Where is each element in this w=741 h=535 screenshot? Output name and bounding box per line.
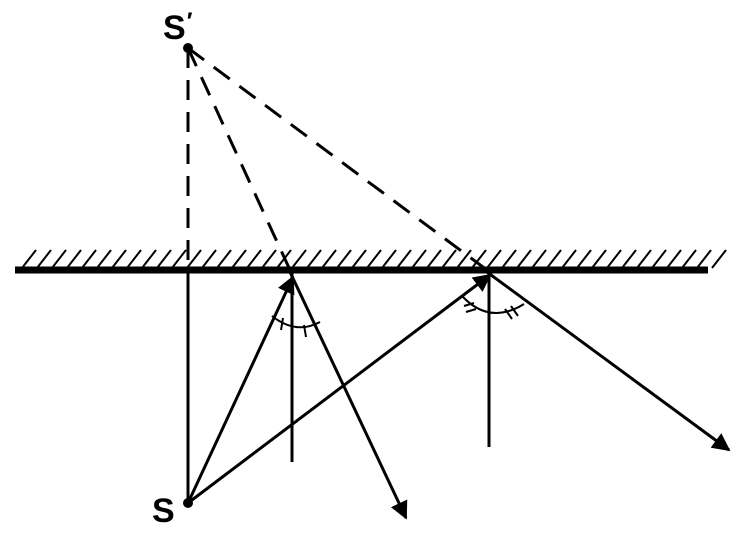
hatch-mark (261, 249, 277, 269)
hatch-mark (516, 249, 532, 269)
hatch-mark (366, 249, 382, 269)
hatch-mark (21, 249, 37, 269)
hatch-mark (36, 249, 52, 269)
incident-ray-2 (187, 273, 492, 505)
angle-tick-2d (510, 305, 519, 317)
hatch-mark (291, 249, 307, 269)
hatch-mark (66, 249, 82, 269)
hatch-mark (321, 249, 337, 269)
hatch-mark (546, 249, 562, 269)
hatch-mark (441, 249, 457, 269)
hatch-mark (306, 249, 322, 269)
hatch-mark (651, 249, 667, 269)
hatch-mark (186, 249, 202, 269)
hatch-mark (246, 249, 262, 269)
image-label: S′ (163, 8, 193, 47)
source-point (183, 498, 193, 508)
hatch-mark (231, 249, 247, 269)
hatch-mark (51, 249, 67, 269)
angle-tick-2b (465, 308, 477, 313)
hatch-mark (561, 249, 577, 269)
hatch-mark (636, 249, 652, 269)
hatch-mark (621, 249, 637, 269)
angle-arc-2 (462, 296, 525, 314)
hatch-mark (111, 249, 127, 269)
hatch-mark (216, 249, 232, 269)
virtual-ray-1 (186, 47, 292, 271)
hatch-mark (681, 249, 697, 269)
hatch-mark (666, 249, 682, 269)
hatch-mark (471, 249, 487, 269)
angle-tick-1a (280, 317, 284, 331)
hatch-mark (711, 249, 727, 269)
hatch-mark (96, 249, 112, 269)
hatch-mark (606, 249, 622, 269)
hatch-mark (696, 249, 712, 269)
hatch-mark (501, 249, 517, 269)
virtual-rays (186, 46, 488, 272)
angle-tick-1b (303, 324, 307, 338)
hatch-mark (426, 249, 442, 269)
source-label: S (152, 492, 175, 530)
hatch-mark (81, 249, 97, 269)
hatch-mark (381, 249, 397, 269)
angle-arc-1 (271, 315, 321, 329)
reflected-ray-2 (486, 270, 731, 452)
reflected-ray-1 (288, 271, 408, 520)
virtual-ray-2 (187, 46, 488, 272)
hatch-mark (396, 249, 412, 269)
hatch-mark (576, 249, 592, 269)
hatch-mark (141, 249, 157, 269)
hatch-mark (126, 249, 142, 269)
virtual-image-point (183, 43, 193, 53)
mirror-hatching (21, 249, 727, 269)
hatch-mark (486, 249, 502, 269)
hatch-mark (201, 249, 217, 269)
hatch-mark (591, 249, 607, 269)
hatch-mark (156, 249, 172, 269)
hatch-mark (531, 249, 547, 269)
hatch-mark (411, 249, 427, 269)
hatch-mark (351, 249, 367, 269)
hatch-mark (336, 249, 352, 269)
incident-ray-1 (186, 275, 295, 504)
image-prime-mark: ′ (187, 8, 193, 35)
angle-tick-2a (463, 302, 475, 307)
angle-tick-2c (504, 308, 513, 320)
hatch-mark (456, 249, 472, 269)
hatch-mark (171, 249, 187, 269)
